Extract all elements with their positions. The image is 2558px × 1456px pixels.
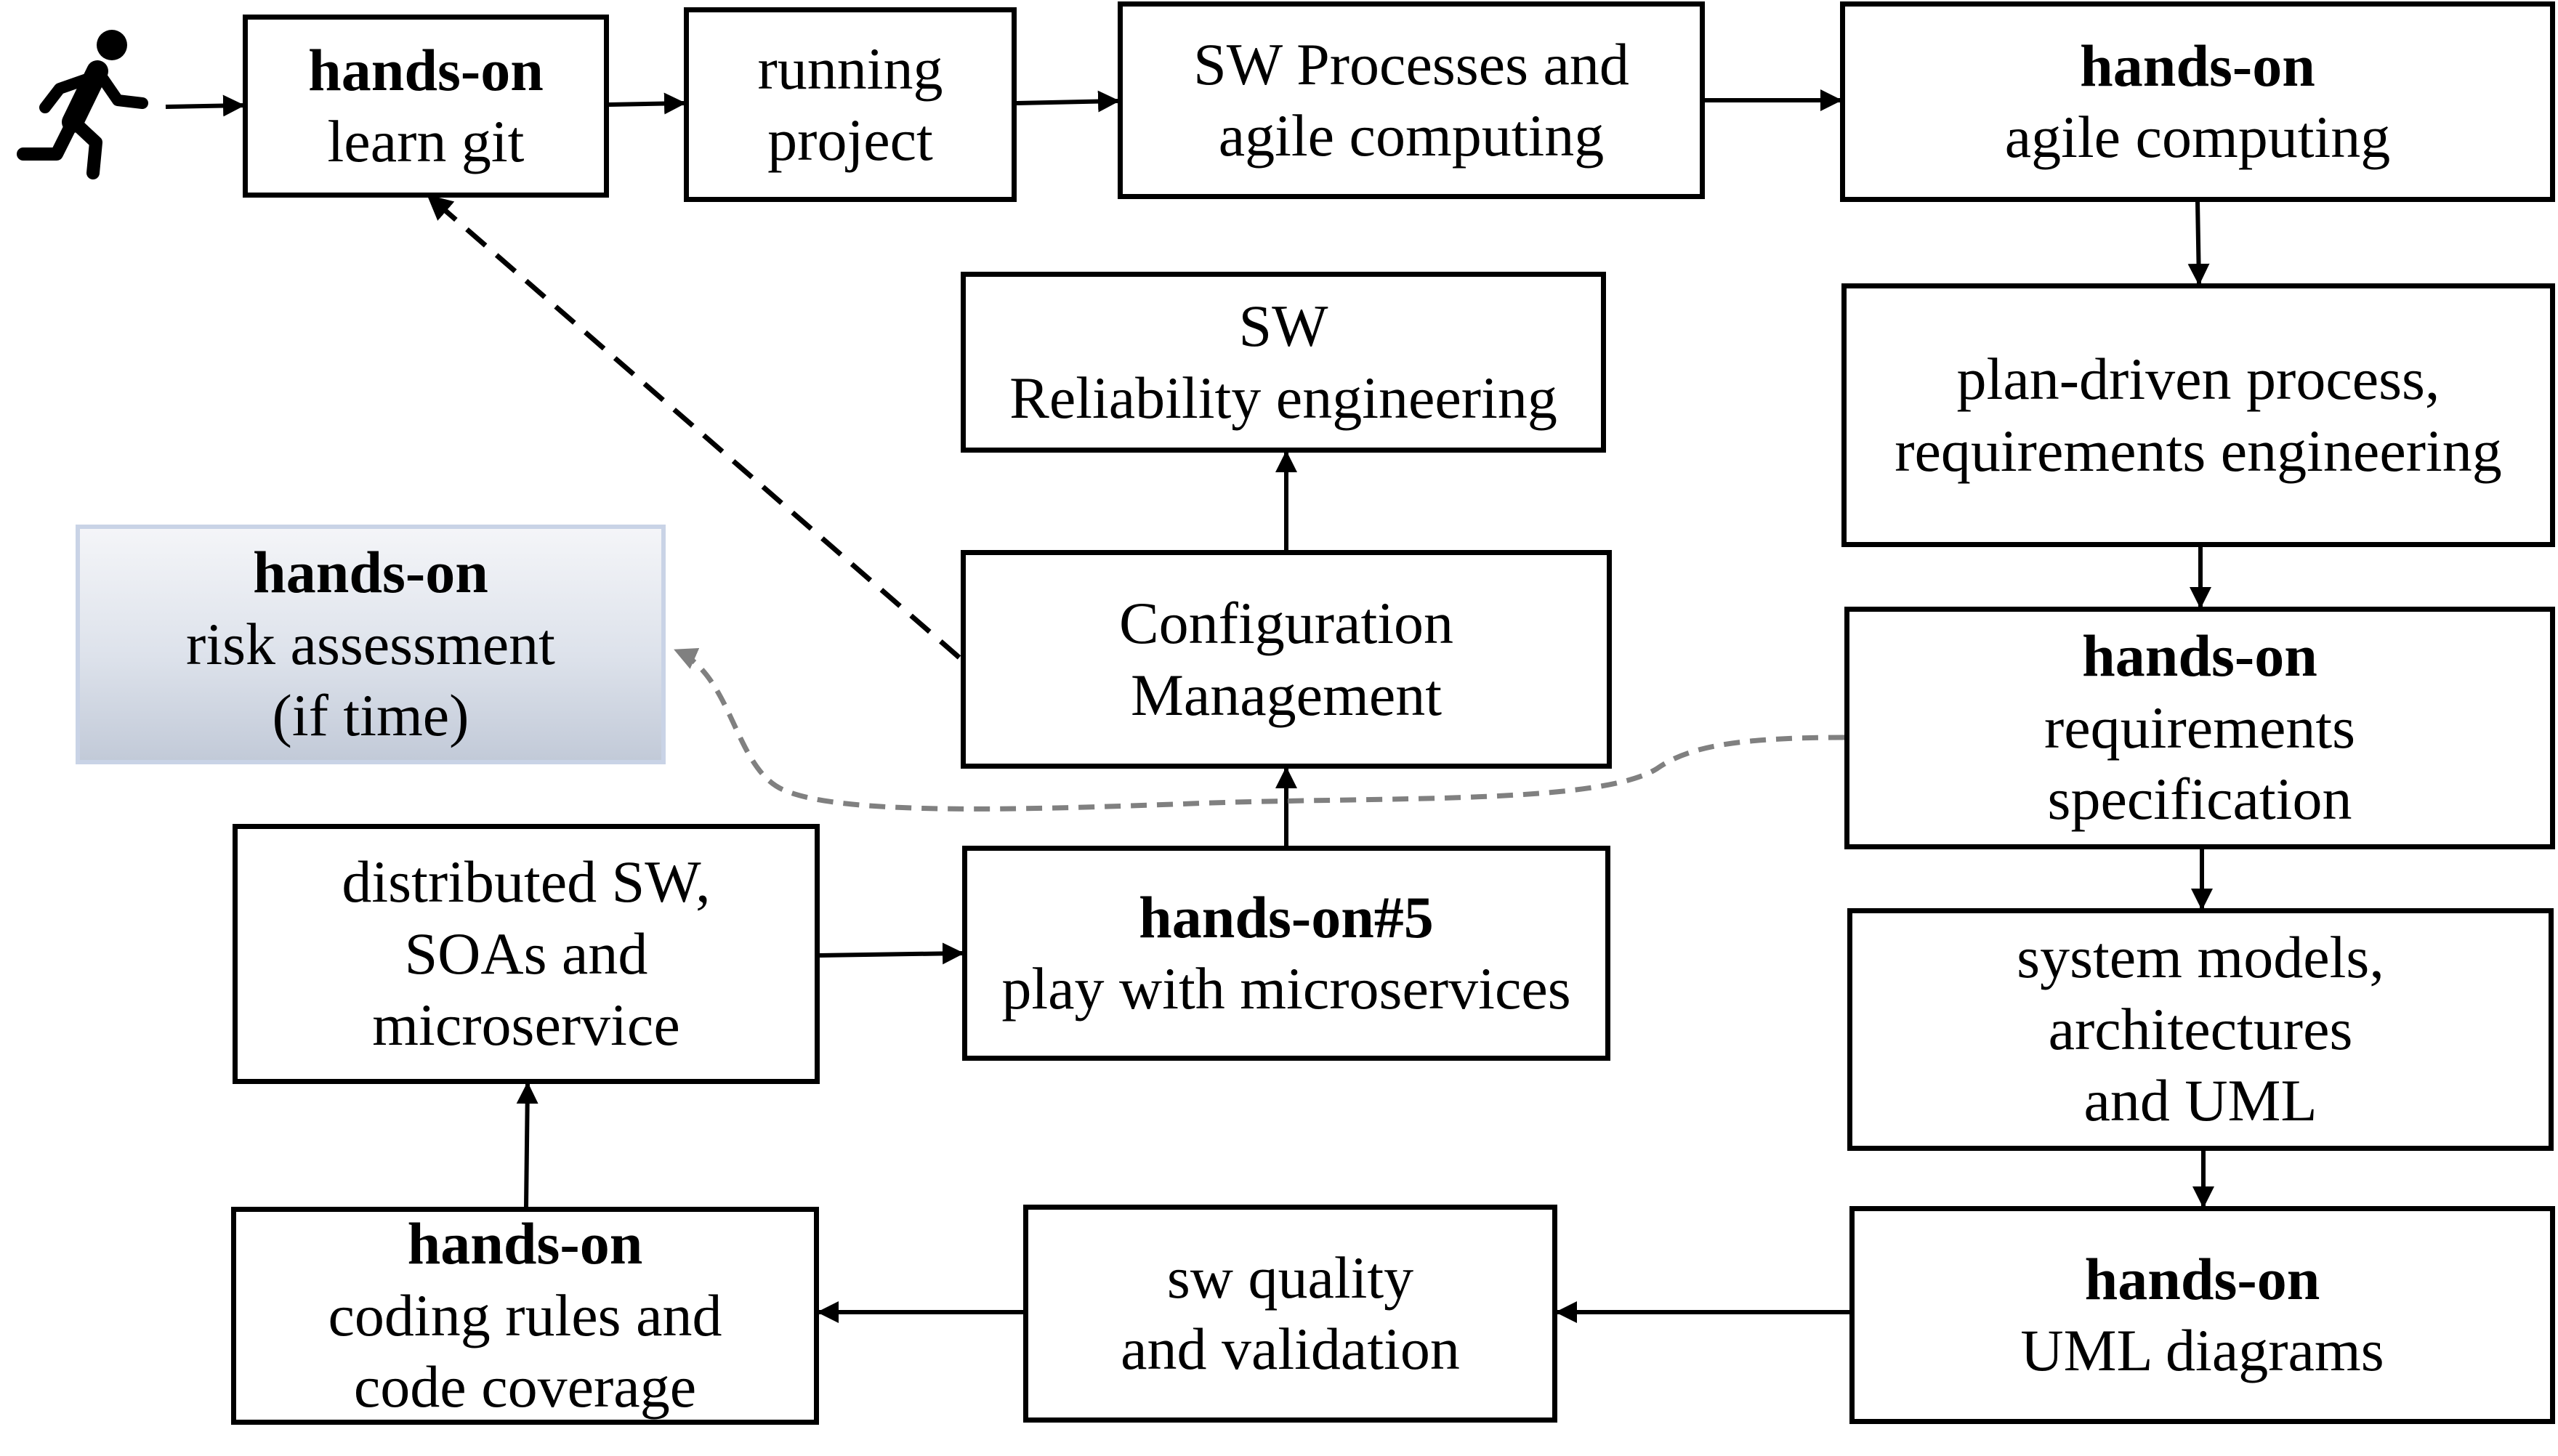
distributed-line1: distributed SW, [342,849,711,915]
uml-diagrams-text: UML diagrams [2020,1317,2384,1383]
uml-diagrams-title: hands-on [2084,1245,2320,1312]
risk-line1: risk assessment [186,610,555,677]
arrow-coding-rules-to-distributed [516,1082,538,1208]
config-mgmt-line1: Configuration [1118,590,1454,657]
agile-handson-title: hands-on [2080,32,2315,99]
req-spec-title: hands-on [2082,623,2317,689]
risk-assessment-box: hands-on risk assessment (if time) [76,525,666,764]
req-spec-line1: requirements [2043,694,2356,761]
coding-rules-line2: code coverage [353,1354,697,1420]
risk-title: hands-on [253,539,488,606]
learn-git-box: hands-on learn git [243,15,609,198]
dashed-arrow-req-spec-to-risk [674,647,1845,812]
config-mgmt-box: Configuration Management [961,550,1612,769]
sw-processes-line1: SW Processes and [1193,31,1629,97]
arrow-start-to-learn-git [165,94,245,117]
learn-git-title: hands-on [308,36,544,103]
risk-line2: (if time) [272,682,469,749]
uml-diagrams-box: hands-on UML diagrams [1849,1206,2555,1424]
req-spec-box: hands-on requirements specification [1844,607,2555,849]
reliability-line1: SW [1238,293,1328,360]
coding-rules-title: hands-on [407,1210,643,1277]
system-models-line3: and UML [2083,1067,2317,1134]
system-models-line1: system models, [2017,924,2384,991]
req-spec-line2: specification [2047,766,2352,833]
sw-quality-box: sw quality and validation [1023,1205,1557,1423]
config-mgmt-line2: Management [1130,661,1443,728]
coding-rules-box: hands-on coding rules and code coverage [231,1207,819,1425]
microservices-box: hands-on#5 play with microservices [962,846,1610,1061]
sw-quality-line1: sw quality [1166,1244,1414,1311]
system-models-box: system models, architectures and UML [1847,908,2554,1151]
arrow-learn-git-to-running-project [608,92,686,115]
running-project-line2: project [767,107,933,173]
learn-git-text: learn git [327,108,525,174]
coding-rules-line1: coding rules and [328,1282,722,1348]
plan-driven-line2: requirements engineering [1895,417,2502,484]
sw-quality-line2: and validation [1121,1316,1460,1382]
reliability-line2: Reliability engineering [1009,364,1557,431]
sw-processes-box: SW Processes and agile computing [1118,1,1705,199]
arrow-distributed-to-microservices [819,942,964,965]
running-project-box: running project [684,7,1017,202]
distributed-box: distributed SW, SOAs and microservice [233,824,820,1084]
plan-driven-box: plan-driven process, requirements engine… [1841,283,2555,547]
running-project-line1: running [757,35,943,102]
arrow-agile-to-plan-driven [2187,201,2210,286]
agile-handson-box: hands-on agile computing [1840,1,2555,202]
reliability-box: SW Reliability engineering [961,272,1606,453]
sw-processes-line2: agile computing [1218,102,1605,169]
distributed-line2: SOAs and [404,920,648,987]
microservices-title: hands-on#5 [1139,883,1434,950]
microservices-text: play with microservices [1001,955,1571,1022]
distributed-line3: microservice [372,992,680,1059]
agile-handson-text: agile computing [2004,104,2391,170]
running-person-icon [17,30,148,179]
plan-driven-line1: plan-driven process, [1956,346,2440,413]
arrow-running-project-to-sw-processes [1016,90,1120,113]
system-models-line2: architectures [2048,995,2353,1062]
